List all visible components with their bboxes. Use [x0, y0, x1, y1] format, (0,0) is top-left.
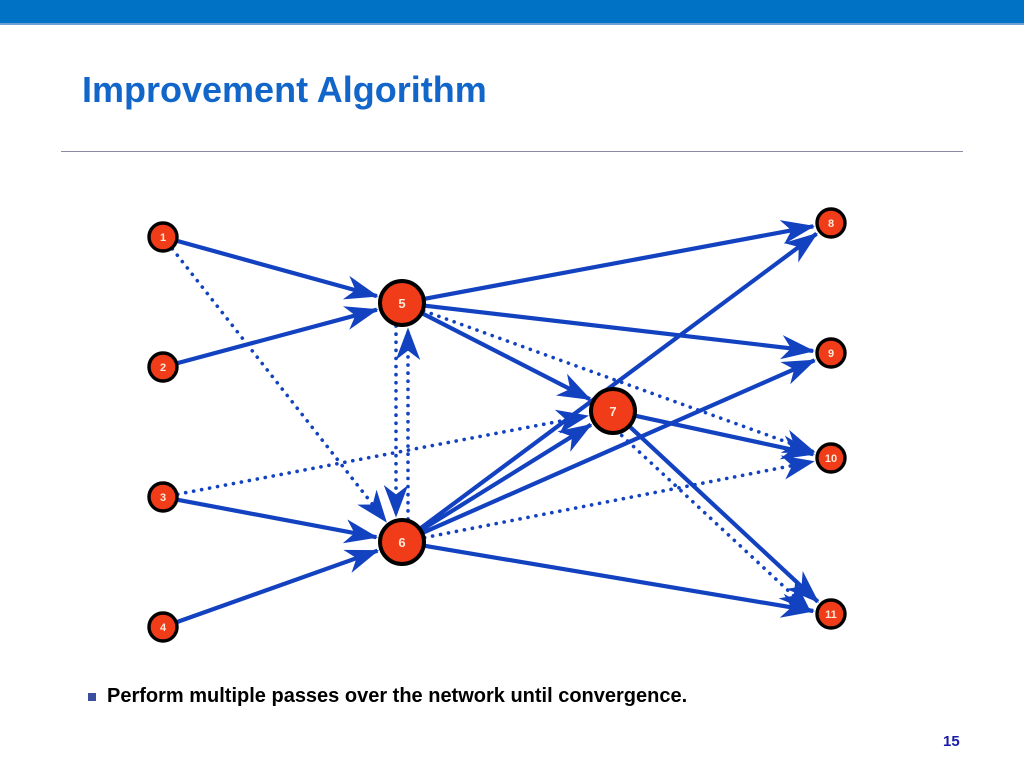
bullet-text: Perform multiple passes over the network…: [107, 685, 688, 707]
node-label: 4: [160, 622, 167, 634]
node-circle: [378, 279, 426, 327]
edge-7-to-11: [619, 433, 812, 613]
top-banner-underline: [0, 23, 1024, 25]
node-label: 11: [825, 609, 837, 621]
node-circle: [815, 598, 847, 630]
graph-node-7[interactable]: 7: [589, 387, 637, 435]
edge-6-to-10: [422, 455, 816, 540]
graph-node-10[interactable]: 10: [815, 442, 847, 474]
node-label: 5: [398, 296, 405, 311]
graph-node-11[interactable]: 11: [815, 598, 847, 630]
graph-node-2[interactable]: 2: [147, 351, 179, 383]
node-layer: 1 2 3 4 5 6 7 8 9 10 11: [147, 207, 847, 643]
graph-node-9[interactable]: 9: [815, 337, 847, 369]
graph-node-6[interactable]: 6: [378, 518, 426, 566]
node-label: 2: [160, 362, 166, 374]
edge-1-to-5: [176, 238, 379, 300]
edge-6-to-9: [422, 358, 817, 535]
node-circle: [147, 351, 179, 383]
graph-node-5[interactable]: 5: [378, 279, 426, 327]
edge-3-to-6: [177, 497, 379, 544]
edge-6-to-11: [424, 543, 815, 618]
square-bullet-icon: [88, 693, 96, 701]
node-label: 6: [398, 535, 405, 550]
edge-7-to-10: [635, 413, 816, 460]
page-title: Improvement Algorithm: [82, 69, 487, 110]
node-label: 8: [828, 218, 834, 230]
edge-1-to-6: [170, 247, 388, 524]
edge-4-to-6: [176, 548, 380, 624]
edge-layer: [170, 220, 820, 624]
node-circle: [147, 481, 179, 513]
edge-5-to-8: [424, 220, 815, 301]
network-diagram: 1 2 3 4 5 6 7 8 9 10 11: [147, 207, 847, 643]
node-circle: [147, 611, 179, 643]
graph-node-4[interactable]: 4: [147, 611, 179, 643]
node-circle: [815, 337, 847, 369]
bullet-row: Perform multiple passes over the network…: [88, 683, 988, 709]
node-circle: [378, 518, 426, 566]
node-label: 1: [160, 232, 166, 244]
graph-node-1[interactable]: 1: [147, 221, 179, 253]
node-label: 9: [828, 348, 834, 360]
node-label: 3: [160, 492, 166, 504]
node-circle: [815, 207, 847, 239]
node-circle: [589, 387, 637, 435]
edge-3-to-7: [175, 409, 590, 497]
edge-6-to-8: [419, 232, 818, 530]
graph-node-3[interactable]: 3: [147, 481, 179, 513]
edge-6-to-7: [420, 422, 593, 532]
node-label: 7: [609, 404, 616, 419]
node-circle: [147, 221, 179, 253]
edge-2-to-5: [176, 306, 379, 366]
node-circle: [815, 442, 847, 474]
title-divider: [61, 151, 963, 152]
edge-5-to-9: [424, 303, 815, 360]
top-banner: [0, 0, 1024, 23]
page-number: 15: [943, 733, 960, 750]
edge-5-to-7: [421, 311, 592, 402]
graph-node-8[interactable]: 8: [815, 207, 847, 239]
edge-7-to-11: [628, 425, 820, 604]
node-label: 10: [825, 453, 837, 465]
